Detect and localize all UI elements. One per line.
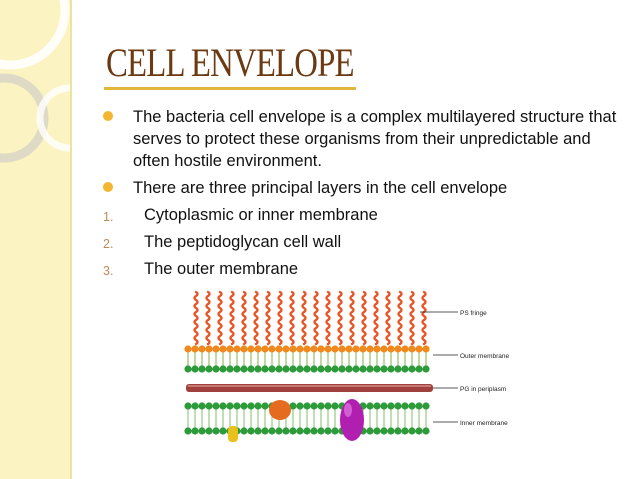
label-ps-fringe: PS fringe [460, 310, 487, 317]
cell-envelope-diagram: PS fringe Outer membrane PG in periplasm… [184, 290, 510, 442]
pg-layer [186, 384, 433, 392]
bullet-text: The bacteria cell envelope is a complex … [133, 108, 617, 170]
diagram-labels: PS fringe Outer membrane PG in periplasm… [420, 310, 510, 427]
label-inner-membrane: Inner membrane [460, 420, 508, 427]
item-number: 1. [103, 210, 114, 224]
label-pg-periplasm: PG in periplasm [460, 386, 506, 393]
outer-membrane-layer [184, 345, 430, 373]
bullet-dot-icon [103, 182, 113, 192]
bullet-item: There are three principal layers in the … [103, 177, 623, 199]
decorative-sidebar [0, 0, 72, 479]
bullet-item: The bacteria cell envelope is a complex … [103, 106, 623, 172]
label-outer-membrane: Outer membrane [460, 353, 510, 360]
numbered-item: 3. The outer membrane [103, 258, 623, 280]
slide-body: The bacteria cell envelope is a complex … [103, 106, 623, 280]
item-text: The outer membrane [144, 260, 299, 278]
item-number: 2. [103, 237, 114, 251]
decorative-rings [0, 0, 70, 163]
item-text: Cytoplasmic or inner membrane [144, 206, 378, 224]
ps-fringe-layer [193, 290, 427, 346]
inner-membrane-layer [184, 402, 430, 435]
slide-title: CELL ENVELOPE [106, 40, 355, 85]
numbered-item: 2. The peptidoglycan cell wall [103, 231, 623, 253]
bullet-dot-icon [103, 111, 113, 121]
item-number: 3. [103, 264, 114, 278]
membrane-proteins [228, 399, 364, 442]
bullet-text: There are three principal layers in the … [133, 179, 508, 197]
item-text: The peptidoglycan cell wall [144, 233, 342, 251]
numbered-item: 1. Cytoplasmic or inner membrane [103, 204, 623, 226]
title-underline [104, 87, 356, 90]
